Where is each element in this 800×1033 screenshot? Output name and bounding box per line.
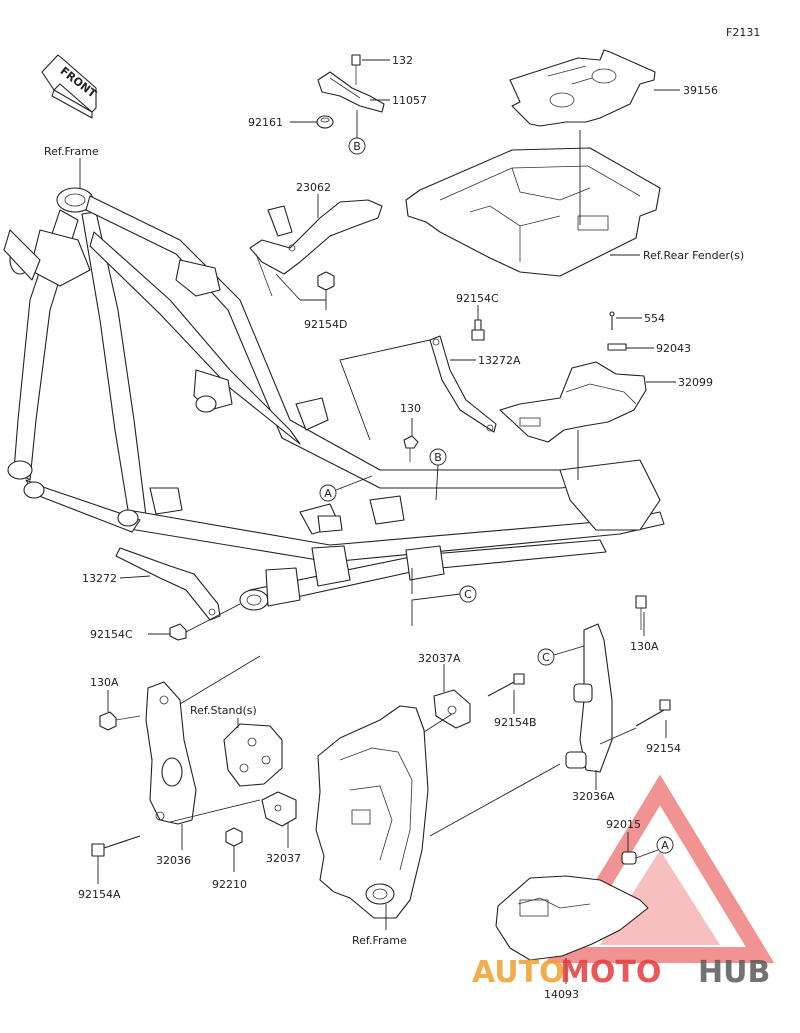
watermark-text: AUTO MOTO HUB — [472, 955, 770, 990]
label-92161: 92161 — [248, 116, 283, 129]
label-13272: 13272 — [82, 572, 117, 585]
label-39156: 39156 — [683, 84, 718, 97]
callout-a-cover: A — [656, 836, 674, 854]
tray-39156-icon — [509, 49, 656, 127]
label-92154D: 92154D — [304, 318, 347, 331]
ref-rear-fender: Ref.Rear Fender(s) — [643, 249, 744, 262]
label-130A-left: 130A — [90, 676, 119, 689]
label-11057: 11057 — [392, 94, 427, 107]
label-130A-right: 130A — [630, 640, 659, 653]
svg-text:A: A — [661, 839, 669, 852]
diagram-code: F2131 — [726, 26, 760, 39]
label-92154B: 92154B — [494, 716, 537, 729]
label-92154A: 92154A — [78, 888, 121, 901]
label-92015: 92015 — [606, 818, 641, 831]
ref-frame-top: Ref.Frame — [44, 145, 99, 158]
svg-text:C: C — [542, 651, 550, 664]
arm-13272-icon — [115, 547, 221, 621]
bracket-32037-icon — [261, 791, 297, 827]
svg-text:MOTO: MOTO — [560, 955, 661, 990]
bolt-132-icon — [351, 54, 361, 85]
label-92154: 92154 — [646, 742, 681, 755]
pin-554-icon — [609, 311, 615, 330]
callout-a-frame: A — [319, 484, 337, 502]
svg-text:B: B — [353, 140, 361, 153]
grommet-92161-icon — [316, 115, 334, 129]
label-92210: 92210 — [212, 878, 247, 891]
callout-c-right: C — [537, 648, 555, 666]
bolt-92154B-icon — [487, 673, 525, 697]
bracket-32099-icon — [499, 361, 647, 443]
svg-text:B: B — [434, 451, 442, 464]
label-32036A: 32036A — [572, 790, 615, 803]
bracket-32037A-icon — [433, 689, 471, 729]
ref-stand: Ref.Stand(s) — [190, 704, 257, 717]
callout-c-frame: C — [459, 585, 477, 603]
nut-92154D-icon — [317, 271, 335, 291]
callout-b-top: B — [348, 137, 366, 155]
label-32037: 32037 — [266, 852, 301, 865]
label-92154C-top: 92154C — [456, 292, 499, 305]
svg-text:A: A — [324, 487, 332, 500]
svg-text:HUB: HUB — [698, 955, 770, 990]
label-554: 554 — [644, 312, 665, 325]
nut-92210-icon — [225, 827, 243, 847]
label-23062: 23062 — [296, 181, 331, 194]
arm-13272A-icon — [429, 335, 497, 433]
bracket-32036-icon — [145, 681, 197, 825]
stand-bracket-icon — [223, 723, 283, 787]
label-132: 132 — [392, 54, 413, 67]
label-92154C: 92154C — [90, 628, 133, 641]
bolt-130-icon — [403, 435, 419, 462]
bracket-11057-icon — [317, 71, 385, 113]
svg-text:AUTO: AUTO — [472, 955, 565, 990]
battery-case-icon — [405, 147, 661, 277]
label-32036: 32036 — [156, 854, 191, 867]
label-32099: 32099 — [678, 376, 713, 389]
label-13272A: 13272A — [478, 354, 521, 367]
bolt-92154C-top-icon — [471, 319, 485, 341]
bolt-92154-icon — [635, 699, 671, 727]
collar-92015-icon — [621, 851, 637, 865]
label-130: 130 — [400, 402, 421, 415]
front-arrow-icon: FRONT — [41, 54, 99, 119]
label-92043: 92043 — [656, 342, 691, 355]
svg-text:C: C — [464, 588, 472, 601]
pin-92043-icon — [607, 343, 627, 351]
ref-frame-bottom: Ref.Frame — [352, 934, 407, 947]
cover-14093-icon — [495, 875, 649, 961]
label-32037A: 32037A — [418, 652, 461, 665]
bracket-23062-icon — [249, 199, 383, 297]
bracket-32036A-icon — [565, 623, 613, 773]
frame-icon — [3, 187, 665, 611]
bolt-92154A-icon — [91, 835, 141, 857]
lower-frame-icon — [315, 705, 429, 919]
label-14093: 14093 — [544, 988, 579, 1001]
bolt-92154C-icon — [169, 623, 187, 641]
bolt-130A-right-icon — [635, 595, 647, 630]
bolt-130A-left-icon — [99, 711, 141, 731]
callout-b-frame: B — [429, 448, 447, 466]
